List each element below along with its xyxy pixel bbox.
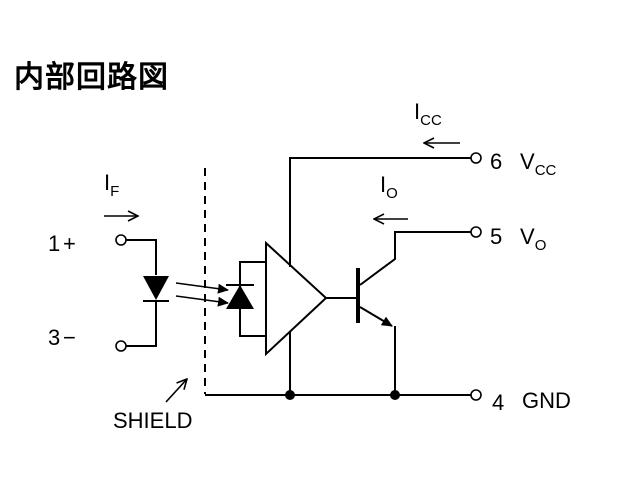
- junction-dot-2: [390, 390, 400, 400]
- pin3-terminal: [115, 340, 127, 352]
- pin5-terminal: [470, 226, 482, 238]
- pin6-name: VCC: [520, 149, 557, 179]
- pin1-sign: +: [63, 231, 76, 256]
- shield-arrow: [165, 379, 187, 403]
- led-diode-icon: [143, 276, 169, 300]
- io-label: IO: [380, 172, 398, 202]
- amplifier-triangle: [265, 240, 328, 357]
- if-label: IF: [104, 170, 119, 200]
- pin1-terminal: [115, 234, 127, 246]
- pin5-number: 5: [490, 224, 502, 249]
- shield-label: SHIELD: [113, 408, 192, 433]
- diagram-title: 内部回路図: [14, 60, 169, 95]
- pin3-wire: [126, 301, 157, 347]
- photodiode-icon: [226, 285, 254, 309]
- icc-label: ICC: [414, 99, 442, 129]
- collector-wire: [359, 231, 471, 286]
- light-arrow-1: [175, 282, 229, 294]
- pin4-number: 4: [492, 390, 504, 415]
- pin3-number: 3: [48, 325, 60, 350]
- pin1-wire: [126, 239, 157, 275]
- pin1-number: 1: [48, 231, 60, 256]
- pin3-sign: −: [63, 325, 76, 350]
- pin4-name: GND: [522, 388, 571, 413]
- pin5-name: VO: [520, 224, 546, 254]
- junction-dot-1: [285, 390, 295, 400]
- light-arrow-2: [175, 295, 229, 307]
- pin6-terminal: [470, 152, 482, 164]
- pin4-terminal: [470, 389, 482, 401]
- pin6-number: 6: [490, 149, 502, 174]
- vcc-wire: [289, 157, 471, 267]
- emitter-arrow: [359, 306, 393, 327]
